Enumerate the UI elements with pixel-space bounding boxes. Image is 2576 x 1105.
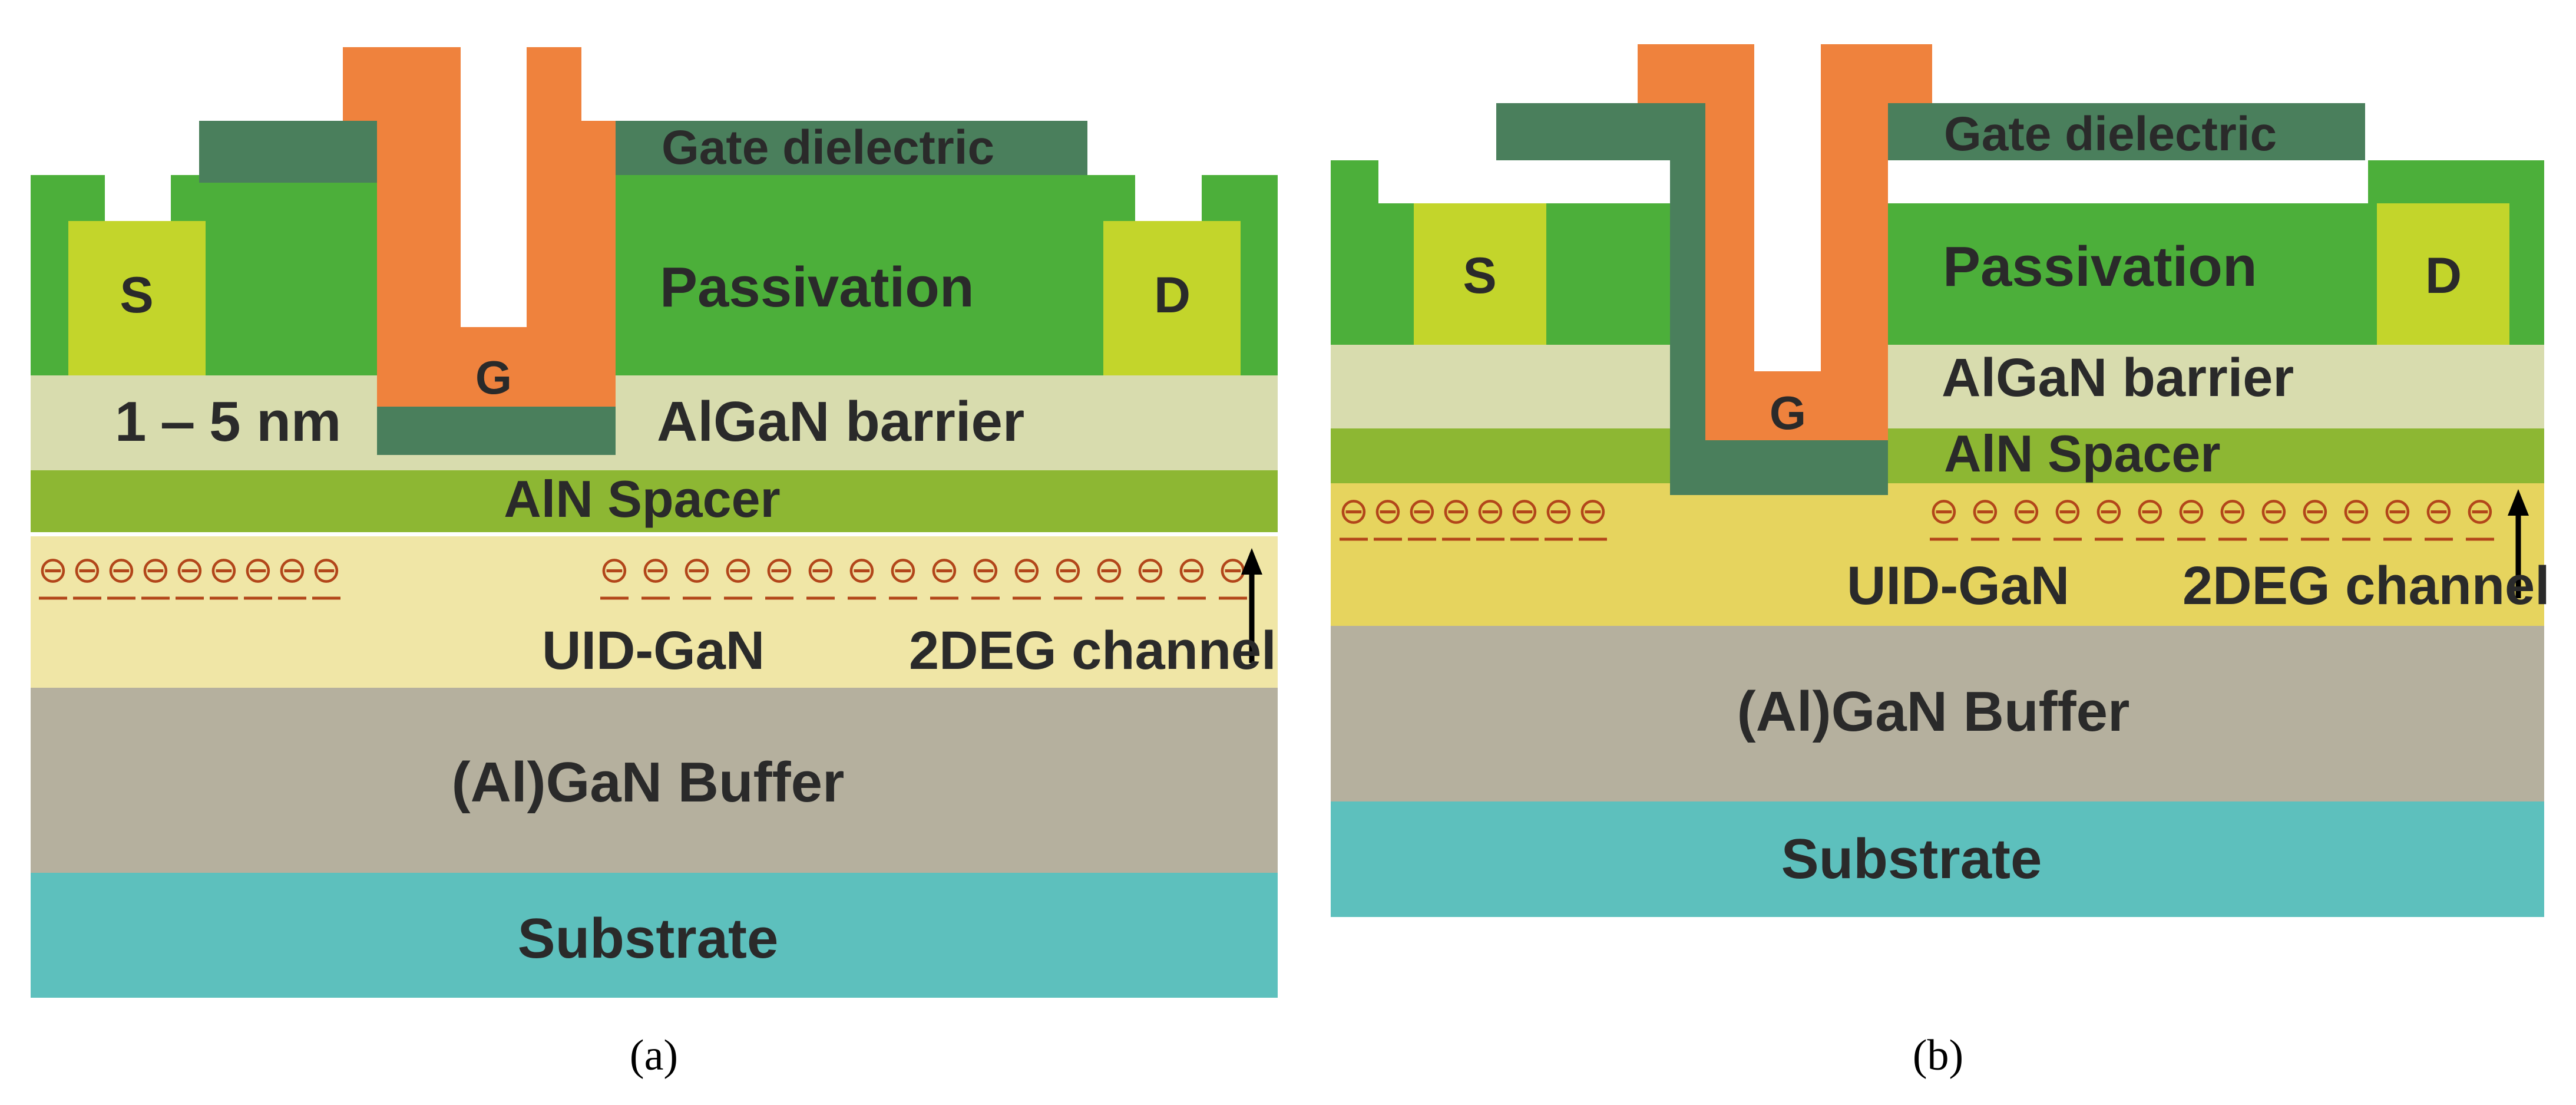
panel-b: ⊖⊖⊖⊖⊖⊖⊖⊖ ⊖⊖⊖⊖⊖⊖⊖⊖⊖⊖⊖⊖⊖⊖ S D G Gate diele… (1331, 44, 2550, 1080)
panel-a-electron: ⊖ (888, 548, 918, 591)
panel-b-electron: ⊖ (2217, 489, 2248, 532)
panel-a: ⊖⊖⊖⊖⊖⊖⊖⊖⊖ ⊖⊖⊖⊖⊖⊖⊖⊖⊖⊖⊖⊖⊖⊖⊖⊖ S D G Gate di… (31, 47, 1278, 1080)
panel-b-drain-label: D (2425, 248, 2462, 304)
panel-b-electron: ⊖ (2300, 489, 2330, 532)
panel-b-electron: ⊖ (1441, 489, 1471, 532)
panel-a-electron: ⊖ (846, 548, 877, 591)
panel-a-spacer-layer (31, 470, 1278, 532)
panel-b-uid-gan-layer (1331, 483, 2544, 626)
panel-a-electron: ⊖ (1053, 548, 1083, 591)
panel-b-electron: ⊖ (2094, 489, 2124, 532)
panel-a-electron: ⊖ (682, 548, 712, 591)
panel-b-electron: ⊖ (2176, 489, 2207, 532)
panel-a-source-contact (68, 221, 206, 375)
panel-b-barrier-layer (1331, 345, 2544, 428)
panel-a-electron: ⊖ (209, 548, 239, 591)
panel-b-electrons-right: ⊖⊖⊖⊖⊖⊖⊖⊖⊖⊖⊖⊖⊖⊖ (1929, 489, 2495, 541)
panel-b-electron: ⊖ (2465, 489, 2495, 532)
panel-a-electron: ⊖ (243, 548, 273, 591)
panel-b-gate-opening (1754, 44, 1821, 371)
panel-a-uid-gan-label: UID-GaN (542, 621, 765, 681)
panel-b-electron: ⊖ (1407, 489, 1437, 532)
panel-a-electron: ⊖ (640, 548, 671, 591)
panel-b-source-label: S (1463, 248, 1496, 304)
panel-b-electron: ⊖ (2341, 489, 2372, 532)
panel-a-barrier-layer (31, 375, 1278, 470)
panel-a-electron: ⊖ (1011, 548, 1042, 591)
panel-b-electron: ⊖ (1578, 489, 1608, 532)
panel-a-electron: ⊖ (1176, 548, 1207, 591)
panel-b-buffer-layer (1331, 626, 2544, 801)
panel-a-uid-gan-layer (31, 536, 1278, 688)
panel-a-passivation-label: Passivation (660, 256, 974, 319)
panel-a-electron: ⊖ (38, 548, 68, 591)
panel-b-caption: (b) (1913, 1031, 1963, 1080)
panel-a-electron: ⊖ (764, 548, 795, 591)
panel-a-buffer-label: (Al)GaN Buffer (452, 751, 845, 814)
panel-a-electron: ⊖ (311, 548, 342, 591)
panel-a-barrier-label: AlGaN barrier (657, 390, 1024, 453)
panel-b-substrate-label: Substrate (1781, 827, 2042, 890)
panel-a-electron: ⊖ (929, 548, 960, 591)
panel-a-gate-dielectric-label: Gate dielectric (662, 121, 994, 174)
panel-b-source-contact (1414, 203, 1546, 345)
panel-b-electron: ⊖ (1509, 489, 1540, 532)
panel-a-electrons-right: ⊖⊖⊖⊖⊖⊖⊖⊖⊖⊖⊖⊖⊖⊖⊖⊖ (599, 548, 1248, 600)
panel-b-electron: ⊖ (1338, 489, 1369, 532)
panel-a-electron: ⊖ (723, 548, 753, 591)
panel-a-passivation-layer (31, 175, 1278, 375)
panel-b-channel-label: 2DEG channel (2183, 556, 2550, 616)
panel-b-electron: ⊖ (2135, 489, 2165, 532)
panel-a-electron: ⊖ (1135, 548, 1166, 591)
panel-a-gate-label: G (475, 351, 512, 404)
panel-a-gate-opening (461, 47, 527, 327)
panel-b-uid-gan-label: UID-GaN (1847, 556, 2069, 616)
panel-b-electrons-left: ⊖⊖⊖⊖⊖⊖⊖⊖ (1338, 489, 1608, 541)
panel-a-drain-label: D (1154, 267, 1191, 324)
panel-a-electrons-left: ⊖⊖⊖⊖⊖⊖⊖⊖⊖ (38, 548, 342, 600)
panel-b-passivation-layer (1331, 160, 2544, 345)
panel-a-electron: ⊖ (970, 548, 1001, 591)
panel-b-electron: ⊖ (1970, 489, 2000, 532)
panel-b-gate-dielectric-label: Gate dielectric (1944, 107, 2277, 161)
panel-b-drain-contact (2377, 203, 2509, 345)
panel-a-substrate-layer (31, 873, 1278, 998)
panel-a-source-label: S (120, 267, 153, 324)
panel-b-spacer-layer (1331, 428, 2544, 483)
panel-a-electron: ⊖ (1094, 548, 1125, 591)
panel-b-electron: ⊖ (2423, 489, 2454, 532)
panel-a-drain-contact (1103, 221, 1241, 375)
panel-b-electron: ⊖ (2258, 489, 2289, 532)
panel-b-electron: ⊖ (1929, 489, 1959, 532)
panel-a-electron: ⊖ (174, 548, 205, 591)
panel-b-buffer-label: (Al)GaN Buffer (1737, 680, 2130, 743)
panel-b-channel-arrow (2508, 489, 2529, 598)
panel-a-electron: ⊖ (72, 548, 102, 591)
panel-a-channel-arrow (1241, 548, 1262, 663)
panel-b-electron: ⊖ (1373, 489, 1403, 532)
panel-b-electron: ⊖ (2052, 489, 2083, 532)
panel-a-thickness-label: 1 ‒ 5 nm (115, 390, 341, 453)
panel-a-electron: ⊖ (599, 548, 630, 591)
panel-a-caption: (a) (630, 1031, 678, 1080)
panel-b-electron: ⊖ (2382, 489, 2413, 532)
panel-b-spacer-label: AlN Spacer (1944, 424, 2221, 483)
panel-b-barrier-label: AlGaN barrier (1942, 348, 2294, 408)
panel-a-spacer-label: AlN Spacer (504, 470, 781, 528)
panel-a-electron: ⊖ (277, 548, 307, 591)
panel-b-substrate-layer (1331, 801, 2544, 917)
panel-b-electron: ⊖ (1543, 489, 1574, 532)
panel-b-electron: ⊖ (2011, 489, 2042, 532)
panel-a-electron: ⊖ (805, 548, 836, 591)
panel-b-gate-label: G (1770, 387, 1806, 439)
panel-a-channel-label: 2DEG channel (909, 621, 1277, 681)
panel-a-electron: ⊖ (140, 548, 171, 591)
panel-a-electron: ⊖ (106, 548, 137, 591)
panel-b-passivation-label: Passivation (1943, 235, 2257, 298)
panel-a-substrate-label: Substrate (518, 907, 779, 970)
panel-a-buffer-layer (31, 688, 1278, 873)
panel-a-electron: ⊖ (1218, 548, 1248, 591)
panel-b-electron: ⊖ (1475, 489, 1506, 532)
